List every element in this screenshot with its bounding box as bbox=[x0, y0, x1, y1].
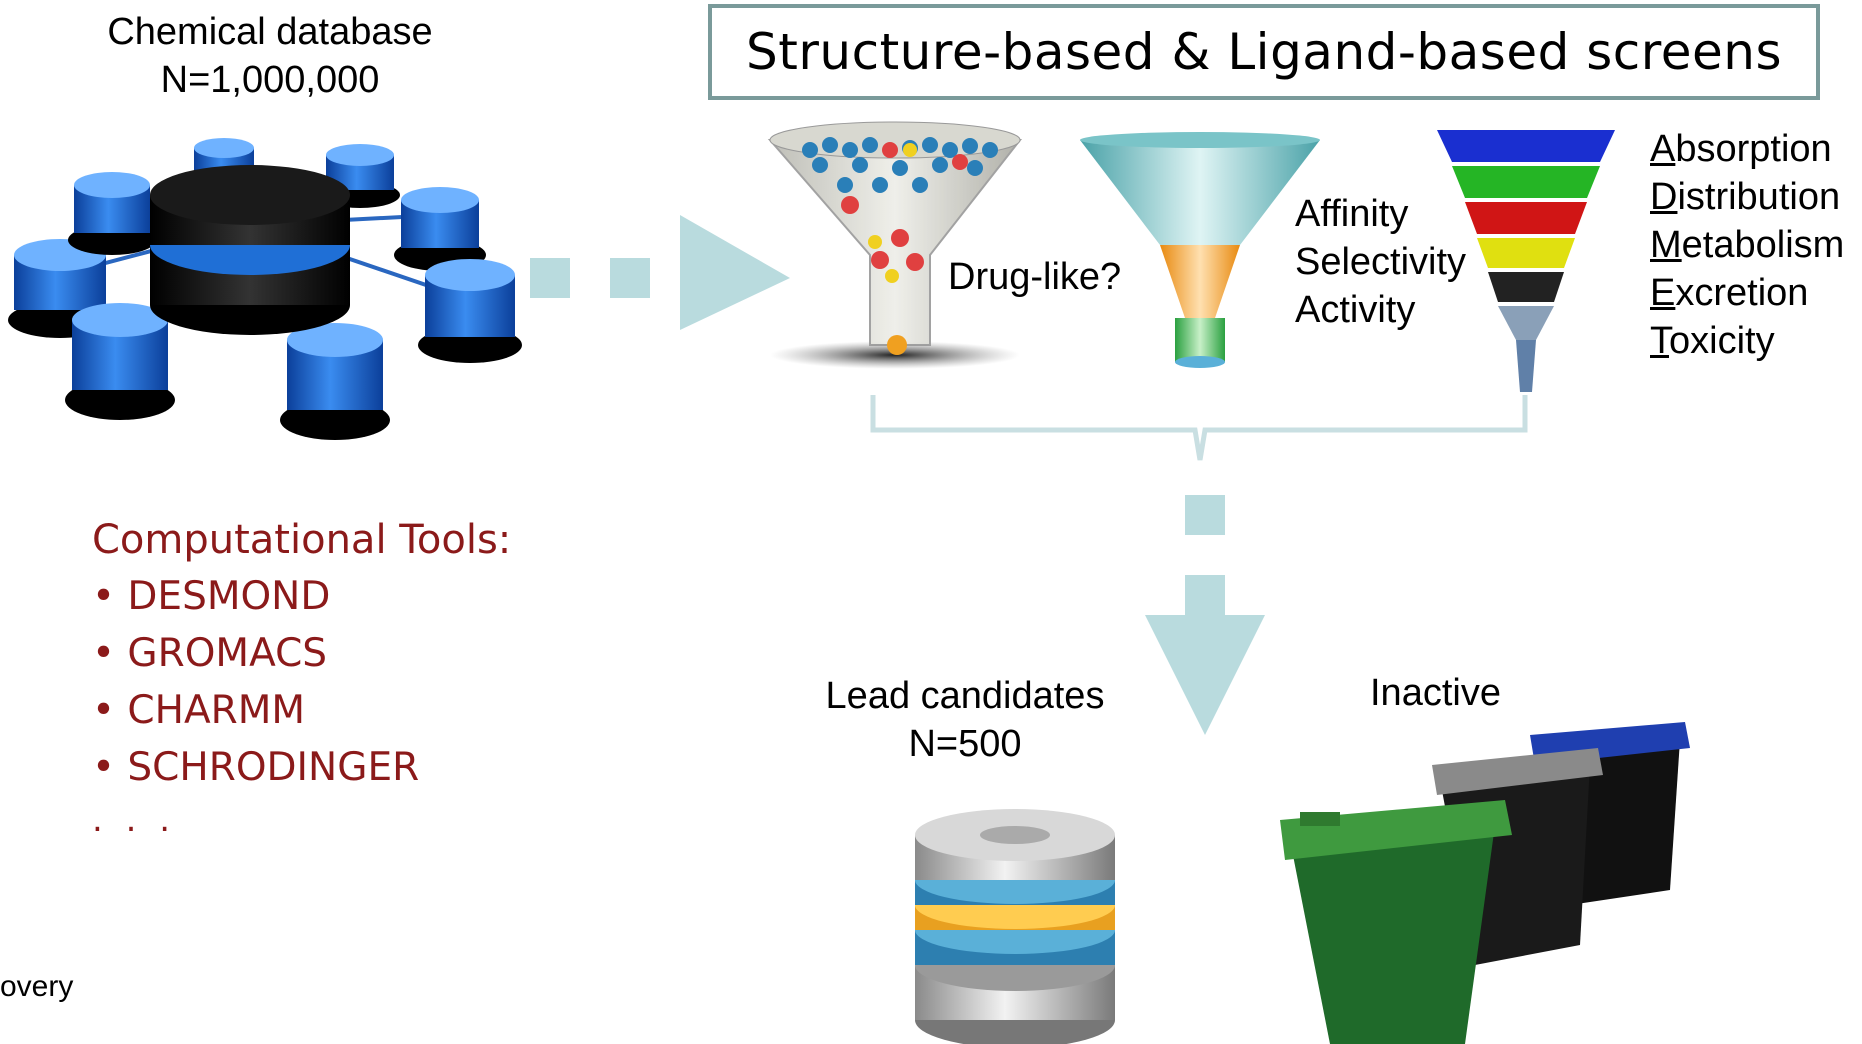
criteria-selectivity: Selectivity bbox=[1295, 241, 1467, 283]
admet-list: Absorption Distribution Metabolism Excre… bbox=[1650, 125, 1844, 365]
database-title: Chemical database bbox=[107, 11, 433, 53]
inactive-label: Inactive bbox=[1370, 672, 1501, 714]
admet-metabolism: Metabolism bbox=[1650, 224, 1845, 266]
affinity-funnel-icon bbox=[1080, 132, 1320, 368]
right-arrow-icon bbox=[530, 215, 790, 330]
merge-bracket bbox=[870, 395, 1528, 461]
tools-ellipsis: . . . bbox=[92, 800, 177, 840]
tool-item: • CHARMM bbox=[92, 688, 306, 733]
network-database-icon bbox=[8, 138, 522, 440]
admet-absorption: Absorption bbox=[1650, 128, 1832, 170]
criteria-activity: Activity bbox=[1295, 289, 1416, 331]
tool-item: • GROMACS bbox=[92, 631, 328, 676]
screens-title-box: Structure-based & Ligand-based screens bbox=[708, 4, 1820, 100]
admet-toxicity: Toxicity bbox=[1650, 320, 1775, 362]
down-arrow-icon bbox=[1145, 495, 1265, 735]
admet-excretion: Excretion bbox=[1650, 272, 1809, 314]
admet-funnel-icon bbox=[1437, 130, 1615, 392]
admet-distribution: Distribution bbox=[1650, 176, 1841, 218]
tool-item: • SCHRODINGER bbox=[92, 745, 420, 790]
inactive-trash-bins-icon bbox=[1280, 722, 1690, 1044]
footer-text: overy bbox=[0, 970, 74, 1003]
drug-like-label: Drug-like? bbox=[948, 256, 1122, 298]
tool-item: • DESMOND bbox=[92, 574, 331, 619]
criteria-affinity: Affinity bbox=[1295, 193, 1409, 235]
lead-title: Lead candidates bbox=[825, 675, 1105, 717]
screens-title: Structure-based & Ligand-based screens bbox=[745, 23, 1783, 81]
criteria-list: Affinity Selectivity Activity bbox=[1295, 190, 1466, 334]
lead-candidates-label: Lead candidates N=500 bbox=[780, 672, 1150, 768]
lead-count: N=500 bbox=[908, 723, 1022, 765]
drug-like-funnel-icon bbox=[767, 121, 1023, 369]
tools-heading: Computational Tools: bbox=[92, 517, 512, 563]
lead-database-icon bbox=[915, 809, 1115, 1044]
chemical-database-label: Chemical database N=1,000,000 bbox=[60, 8, 480, 104]
database-count: N=1,000,000 bbox=[160, 59, 380, 101]
computational-tools: Computational Tools: • DESMOND • GROMACS… bbox=[92, 512, 511, 840]
